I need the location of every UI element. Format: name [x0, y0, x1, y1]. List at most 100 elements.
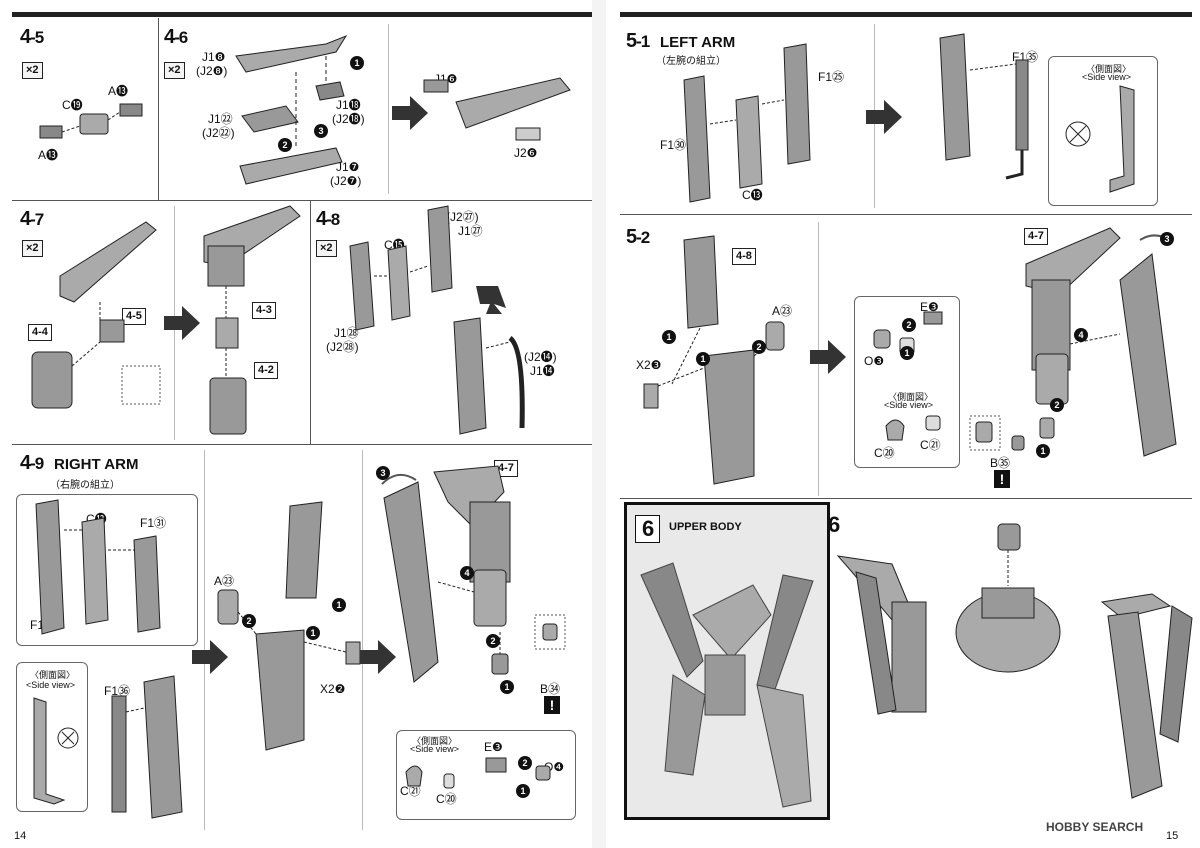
next-arrow-icon — [866, 100, 902, 134]
step-4-7-result-illustration — [203, 205, 301, 435]
next-arrow-icon — [164, 306, 200, 340]
part-label: J1❼ — [336, 160, 360, 174]
part-label: A⓭ — [38, 148, 59, 162]
section-subtitle-jp: （右腕の組立） — [50, 480, 120, 491]
warning-icon: ! — [994, 470, 1010, 488]
step-4-9-sub-illustration — [35, 499, 161, 635]
section-title: LEFT ARM — [660, 34, 736, 51]
part-label: C㉑ — [400, 784, 421, 798]
step-4-7-illustration — [31, 221, 161, 409]
step-5-1-illustration — [683, 43, 811, 203]
side-view-box — [16, 662, 88, 812]
step-5-1-heading: 5-1 — [626, 30, 650, 52]
step-circle-2: 2 — [242, 614, 256, 628]
part-label: J1㉒ — [208, 112, 233, 126]
part-label: O❸ — [864, 354, 885, 368]
part-label: F1㉛ — [140, 516, 167, 530]
part-label: (J2❼) — [330, 174, 362, 188]
top-rule — [620, 12, 1192, 17]
divider — [388, 24, 389, 194]
part-label: C⓳ — [62, 98, 83, 112]
divider — [204, 450, 205, 830]
side-view-illustration — [33, 697, 79, 805]
step-5-1-result-illustration — [939, 33, 1029, 180]
step-6-heading: 6 — [828, 512, 840, 537]
step-4-8-result-illustration — [453, 317, 525, 435]
page-number: 14 — [14, 830, 27, 842]
step-6-illustration — [836, 523, 1193, 799]
multiplier-badge: ×2 — [316, 240, 337, 257]
step-circle-3: 3 — [1160, 232, 1174, 246]
step-circle-1: 1 — [516, 784, 530, 798]
step-circle-2: 2 — [1050, 398, 1064, 412]
step-4-9-assembly-illustration — [217, 501, 361, 751]
part-label: J1㉗ — [458, 224, 483, 238]
step-circle-1: 1 — [306, 626, 320, 640]
step-4-6-result-illustration — [423, 77, 571, 141]
divider — [620, 498, 1192, 499]
step-circle-1: 1 — [900, 346, 914, 360]
step-5-2-heading: 5-2 — [626, 226, 650, 248]
part-label: E❸ — [484, 740, 503, 754]
step-5-2-result-illustration — [1025, 227, 1177, 457]
step-4-9-heading: 4-9 — [20, 452, 44, 474]
part-label: X2❸ — [636, 358, 662, 372]
next-arrow-icon — [360, 640, 396, 674]
part-label: A⓭ — [108, 84, 129, 98]
next-arrow-icon — [810, 340, 846, 374]
page-gutter — [592, 0, 606, 848]
part-label: B㉟ — [990, 456, 1011, 470]
step-4-9-final-illustration — [381, 465, 511, 683]
part-label: J1⓮ — [530, 364, 555, 378]
divider — [310, 200, 311, 444]
upper-body-photo: 6 UPPER BODY — [624, 502, 830, 820]
detail-parts-illustration — [969, 415, 1055, 451]
ref-box: 4-7 — [1024, 228, 1048, 245]
part-label: J2❻ — [514, 146, 538, 160]
step-circle-1: 1 — [1036, 444, 1050, 458]
part-label: C⑳ — [874, 446, 895, 460]
step-circle-4: 4 — [460, 566, 474, 580]
part-label: F1㉕ — [818, 70, 845, 84]
part-label: (J2㉗) — [446, 210, 479, 224]
watermark: HOBBY SEARCH — [1046, 820, 1144, 834]
part-label: A㉓ — [772, 304, 793, 318]
detail-dotted-box — [534, 614, 566, 650]
next-arrow-icon — [192, 640, 228, 674]
section-title: RIGHT ARM — [54, 456, 139, 473]
step-6-badge: 6 — [635, 515, 661, 543]
part-label: C⓭ — [742, 188, 763, 202]
top-rule — [12, 12, 592, 17]
divider — [12, 200, 592, 201]
step-circle-1: 1 — [332, 598, 346, 612]
side-view-label-en: <Side view> — [26, 680, 76, 690]
side-view-label-jp: 〈側面図〉 — [30, 670, 76, 680]
ref-box: 4-4 — [28, 324, 52, 341]
step-4-6-heading: 4-6 — [164, 26, 188, 48]
step-circle-3: 3 — [376, 466, 390, 480]
step-circle-2: 2 — [486, 634, 500, 648]
right-page: 5-1 LEFT ARM （左腕の組立） F1㉟ F1㉕ F1㉚ C⓭ 〈側面図… — [606, 0, 1200, 848]
warning-icon: ! — [544, 696, 560, 714]
step-circle-2: 2 — [278, 138, 292, 152]
part-label: (J2㉘) — [326, 340, 359, 354]
ref-box: 4-3 — [252, 302, 276, 319]
part-label: J1❽ — [202, 50, 226, 64]
step-circle-1: 1 — [350, 56, 364, 70]
step-circle-1: 1 — [662, 330, 676, 344]
part-label: X2❷ — [320, 682, 346, 696]
part-label: C㉑ — [920, 438, 941, 452]
multiplier-badge: ×2 — [164, 62, 185, 79]
side-view-label-en: <Side view> — [410, 744, 460, 754]
step-circle-1: 1 — [500, 680, 514, 694]
divider — [362, 450, 363, 830]
part-label: (J2❽) — [196, 64, 228, 78]
ref-box: 4-8 — [732, 248, 756, 265]
step-circle-1: 1 — [696, 352, 710, 366]
side-view-label-jp: 〈側面図〉 — [888, 392, 934, 402]
step-4-8-heading: 4-8 — [316, 208, 340, 230]
part-label: (J2㉒) — [202, 126, 235, 140]
section-subtitle-jp: （左腕の組立） — [656, 56, 726, 67]
divider — [158, 18, 159, 200]
step-4-5-heading: 4-5 — [20, 26, 44, 48]
